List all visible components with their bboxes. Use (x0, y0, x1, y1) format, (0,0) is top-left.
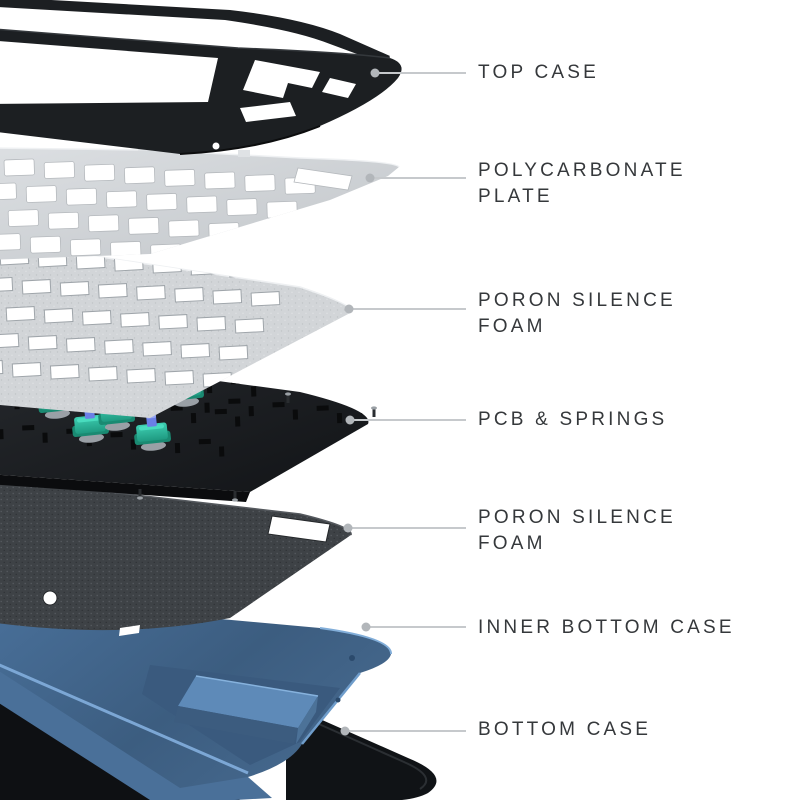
label-poron-silence-foam-upper: PORON SILENCE FOAM (478, 288, 676, 340)
label-line: PORON SILENCE (478, 290, 676, 311)
label-line: FOAM (478, 316, 546, 337)
label-line: TOP CASE (478, 62, 599, 83)
label-line: BOTTOM CASE (478, 719, 652, 740)
label-line: PLATE (478, 186, 553, 207)
label-polycarbonate-plate: POLYCARBONATE PLATE (478, 158, 686, 210)
label-poron-silence-foam-lower: PORON SILENCE FOAM (478, 505, 676, 557)
label-bottom-case: BOTTOM CASE (478, 717, 651, 743)
label-line: POLYCARBONATE (478, 160, 686, 181)
label-line: PORON SILENCE (478, 507, 676, 528)
layer-polycarbonate-plate (0, 143, 400, 260)
label-pcb-springs: PCB & SPRINGS (478, 407, 667, 433)
leader-dots (340, 68, 380, 736)
layer-poron-foam-lower (0, 478, 352, 636)
label-inner-bottom-case: INNER BOTTOM CASE (478, 615, 735, 641)
label-line: PCB & SPRINGS (478, 409, 668, 430)
label-line: FOAM (478, 533, 546, 554)
layer-inner-bottom-case (0, 599, 393, 800)
layer-top-case (0, 0, 402, 155)
layer-poron-foam-upper (0, 240, 353, 418)
label-top-case: TOP CASE (478, 60, 599, 86)
leader-lines (349, 72, 466, 732)
label-line: INNER BOTTOM CASE (478, 617, 735, 638)
